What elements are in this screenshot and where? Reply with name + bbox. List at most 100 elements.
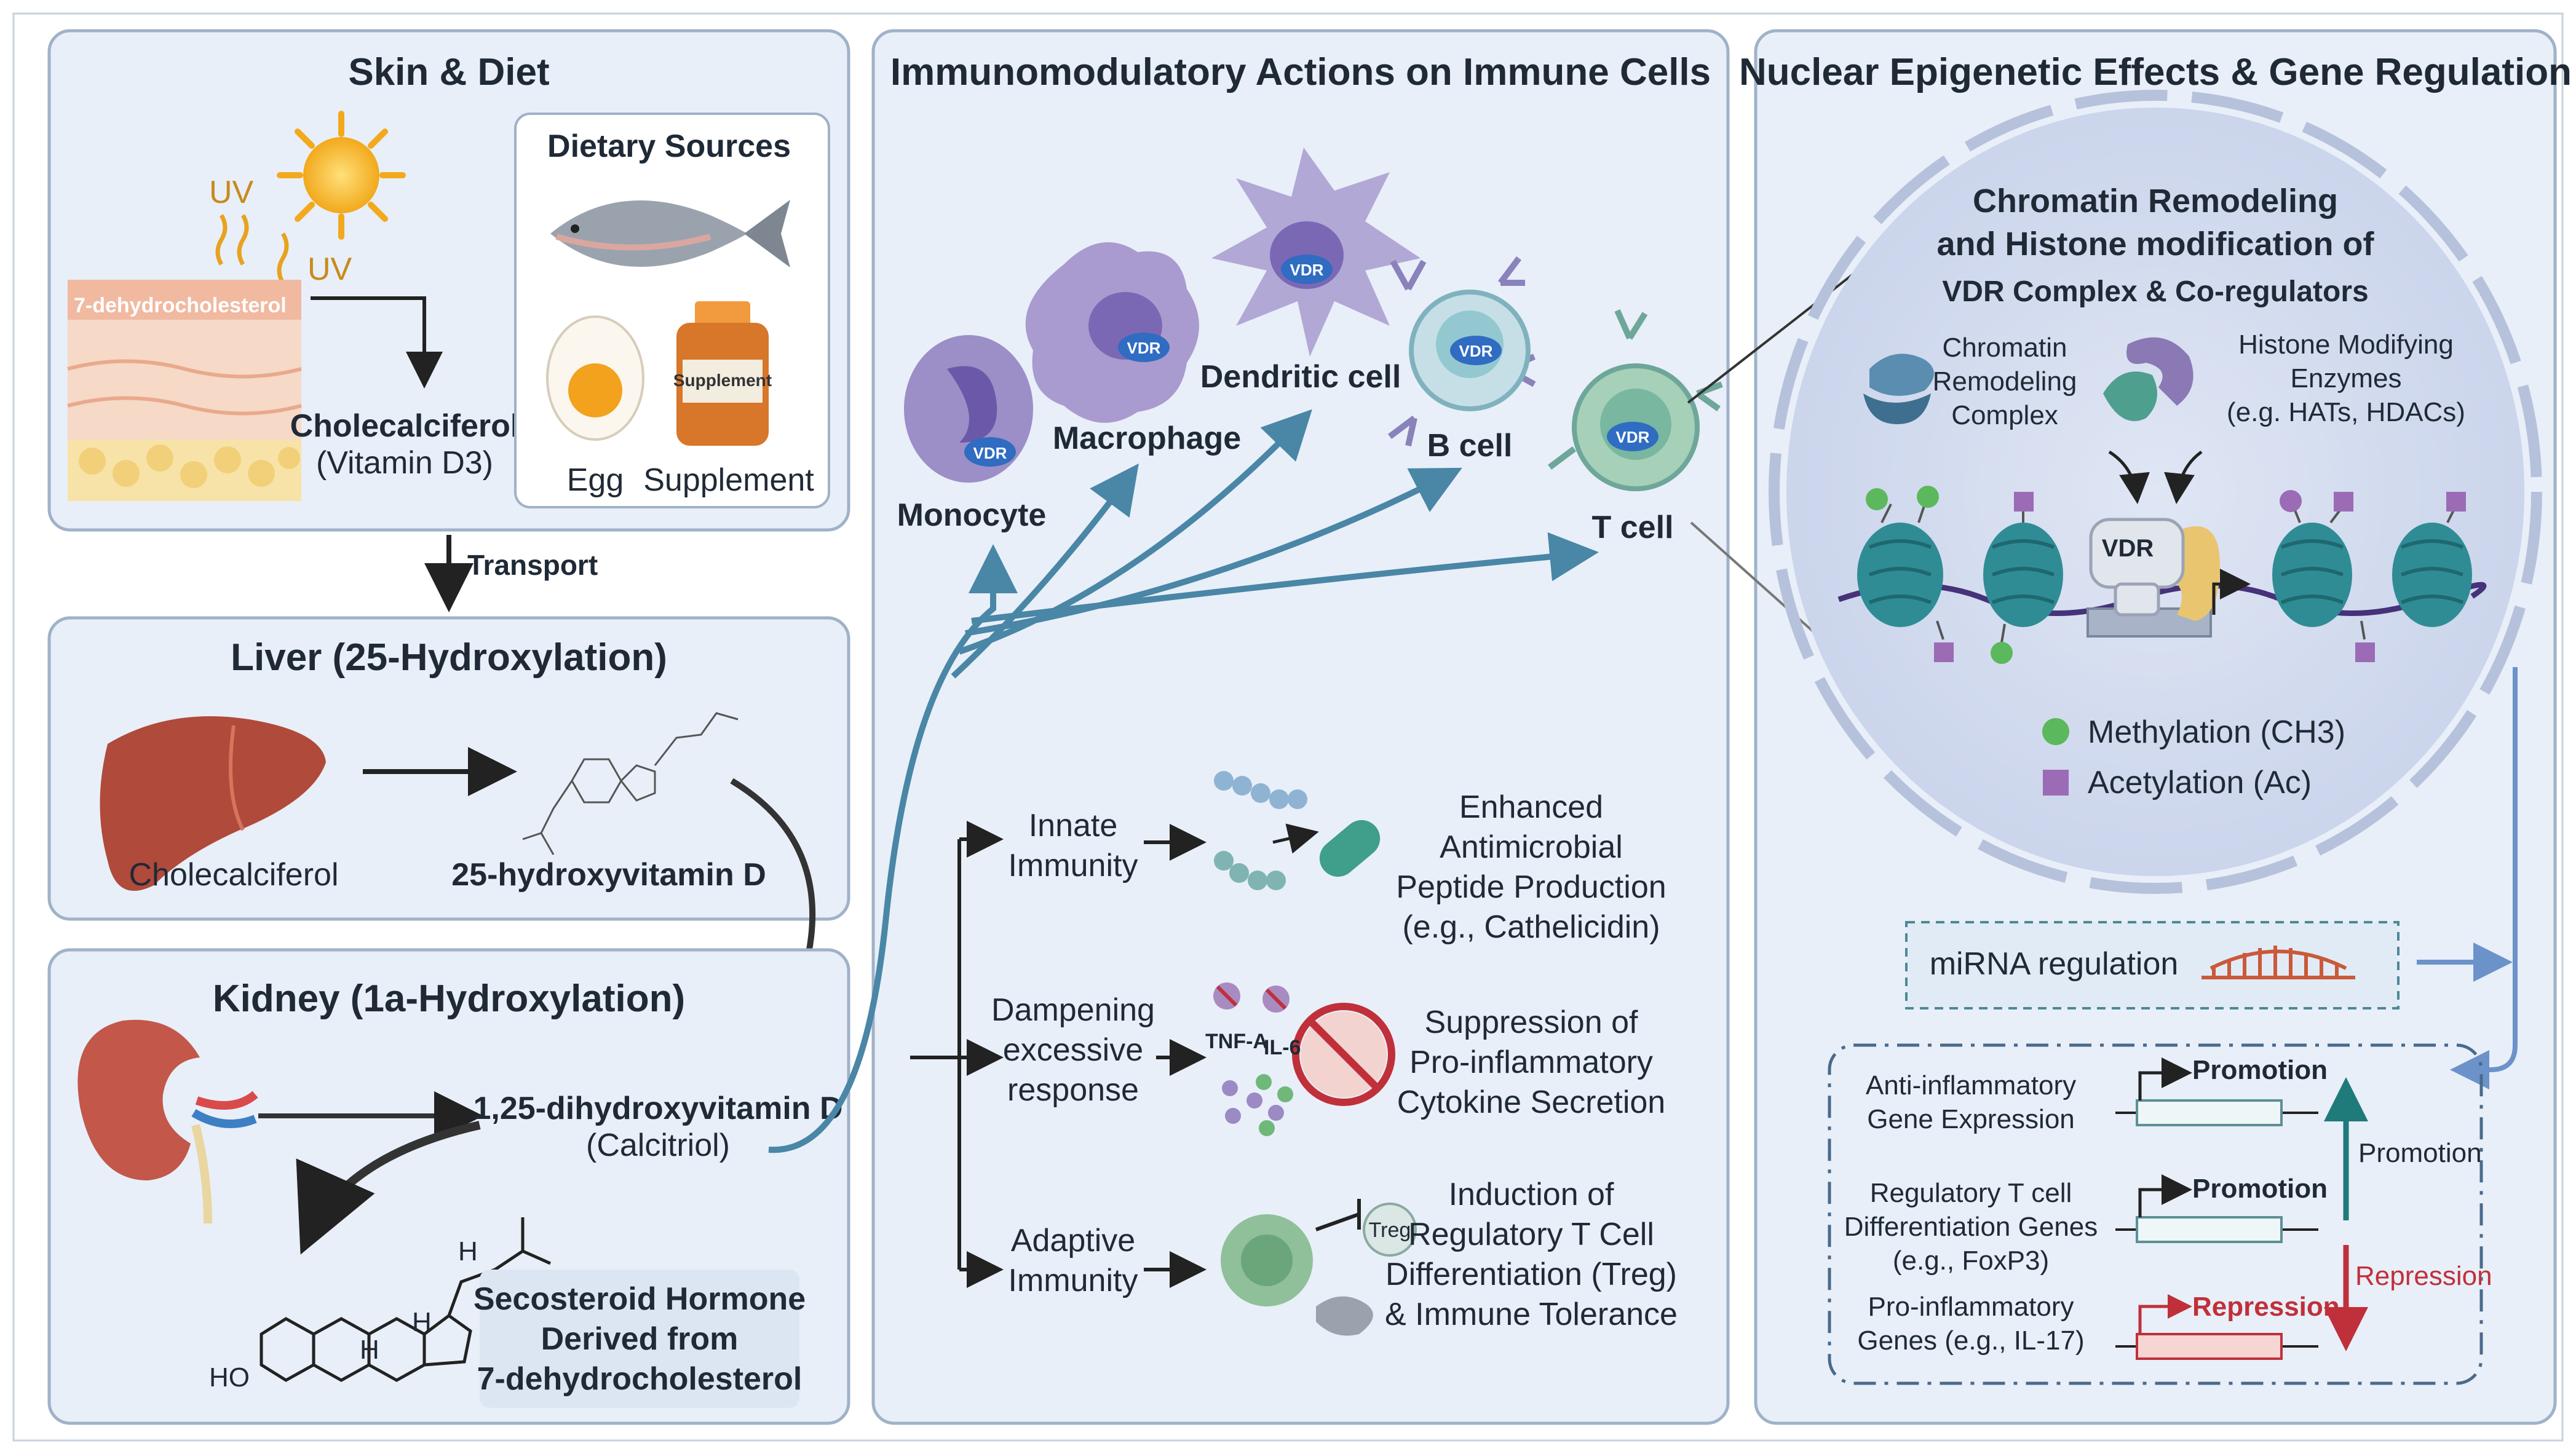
- kidney-icon: [77, 1019, 258, 1224]
- sun-icon: [277, 111, 406, 240]
- calcitriol-title: 1,25-dihydroxyvitamin D: [473, 1091, 842, 1126]
- cholecalciferol-subtitle: (Vitamin D3): [316, 445, 493, 481]
- remodel-line1: Chromatin: [1943, 333, 2067, 363]
- histone-mark-icons: [1866, 486, 2466, 664]
- treg-label: Treg: [1369, 1219, 1411, 1242]
- atom-h-3: H: [458, 1236, 478, 1266]
- remodeling-complex-icon: [1863, 354, 1934, 424]
- mirna-label: miRNA regulation: [1930, 946, 2179, 982]
- cholecalciferol-title: Cholecalciferol: [290, 408, 520, 444]
- row3-right-line3: Differentiation (Treg): [1385, 1257, 1677, 1292]
- methylation-label: Methylation (CH3): [2088, 714, 2345, 750]
- vdr-badge-dendritic: VDR: [1290, 261, 1324, 279]
- remodel-line3: Complex: [1951, 400, 2058, 430]
- bacteria-icon: [1214, 771, 1381, 890]
- nuclear-panel: Nuclear Epigenetic Effects & Gene Regula…: [1687, 29, 2572, 1425]
- side-promotion-label: Promotion: [2358, 1138, 2482, 1168]
- cell-label-macrophage: Macrophage: [1053, 421, 1241, 456]
- vdr-complex-icon: [2087, 518, 2251, 638]
- nucleosome-icons: [1857, 523, 2472, 627]
- skin-to-chole-arrow: [311, 296, 443, 389]
- atom-h-1: H: [360, 1335, 379, 1365]
- liver-left-label: Cholecalciferol: [129, 857, 338, 893]
- uv-label-1: UV: [209, 175, 254, 210]
- chromatin-title-line1: Chromatin Remodeling: [1973, 183, 2338, 219]
- vdr-complex-label-dna: VDR: [2102, 535, 2154, 562]
- gene3-effect: Repression: [2192, 1292, 2340, 1322]
- methylation-legend: Methylation (CH3): [2042, 714, 2345, 750]
- row3-right-line2: Regulatory T Cell: [1408, 1217, 1654, 1252]
- secosteroid-line-2: Derived from: [541, 1321, 739, 1357]
- cell-label-dendritic: Dendritic cell: [1200, 359, 1401, 395]
- vdr-badge-monocyte: VDR: [973, 444, 1007, 462]
- cell-label-tcell: T cell: [1592, 510, 1674, 545]
- row2-right-line1: Suppression of: [1425, 1005, 1638, 1040]
- row3-left-line2: Immunity: [1009, 1263, 1138, 1298]
- histone-line2: Enzymes: [2291, 363, 2402, 393]
- gene1-effect: Promotion: [2192, 1055, 2328, 1085]
- cell-label-bcell: B cell: [1427, 428, 1513, 464]
- secosteroid-line-1: Secosteroid Hormone: [474, 1281, 806, 1317]
- immune-panel: Immunomodulatory Actions on Immune Cells: [768, 29, 1730, 1425]
- side-repression-label: Repression: [2355, 1261, 2492, 1291]
- histone-line1: Histone Modifying: [2238, 330, 2454, 360]
- secosteroid-caption-box: [480, 1270, 799, 1408]
- supplement-jar-icon: [676, 301, 769, 446]
- calcitriol-to-cells-arrows: [768, 409, 1599, 1153]
- remodel-line2: Remodeling: [1933, 366, 2077, 397]
- transport-label: Transport: [467, 549, 598, 581]
- monocyte-icon: [904, 335, 1033, 483]
- uv-label-2: UV: [307, 251, 352, 287]
- row2-right-line3: Cytokine Secretion: [1397, 1085, 1665, 1120]
- row3-left-line1: Adaptive: [1011, 1223, 1135, 1258]
- row1-left-line1: Innate: [1029, 808, 1118, 844]
- il6-label: IL-6: [1264, 1036, 1301, 1059]
- gene3-line1: Pro-inflammatory: [1868, 1292, 2074, 1322]
- row1-right-line3: Peptide Production: [1396, 869, 1666, 905]
- uv-rays-icon: [215, 214, 289, 284]
- gene2-effect: Promotion: [2192, 1174, 2328, 1204]
- kidney-panel: Kidney (1a-Hydroxylation) 1,25-dihydroxy…: [47, 948, 850, 1425]
- histone-enzyme-icon: [2103, 337, 2194, 421]
- atom-ho: HO: [209, 1362, 250, 1393]
- gene3-promoter: [2115, 1294, 2318, 1360]
- egg-label: Egg: [567, 462, 624, 498]
- liver-right-label: 25-hydroxyvitamin D: [451, 857, 766, 893]
- row1-left-line2: Immunity: [1009, 848, 1138, 883]
- row1-right-line1: Enhanced: [1459, 789, 1603, 825]
- atom-h-2: H: [412, 1307, 432, 1337]
- gene2-line3: (e.g., FoxP3): [1893, 1246, 2049, 1276]
- acetylation-label: Acetylation (Ac): [2088, 765, 2312, 800]
- gene1-promoter: [2115, 1057, 2318, 1126]
- cytokine-icon: [1213, 982, 1395, 1136]
- egg-icon: [546, 315, 644, 441]
- row1-right-line4: (e.g., Cathelicidin): [1402, 909, 1660, 945]
- liver-title: Liver (25-Hydroxylation): [231, 636, 667, 679]
- calcitriol-subtitle: (Calcitriol): [586, 1128, 730, 1163]
- gene3-line2: Genes (e.g., IL-17): [1857, 1326, 2084, 1356]
- skin-diet-panel: Skin & Diet UV UV: [47, 29, 850, 532]
- 25-hydroxyvitamin-d-structure: [522, 712, 739, 855]
- jar-label: Supplement: [673, 371, 772, 390]
- remodel-to-vdr-arrow: [2108, 450, 2150, 504]
- vdr-complex-label: VDR Complex & Co-regulators: [1942, 275, 2368, 308]
- calcitriol-to-structure-arrow: [296, 1121, 481, 1255]
- mirna-box: miRNA regulation: [1905, 921, 2400, 1010]
- vdr-badge-bcell: VDR: [1459, 342, 1493, 360]
- dietary-sources-title: Dietary Sources: [547, 128, 791, 164]
- gene1-line2: Gene Expression: [1867, 1104, 2075, 1134]
- skin-diet-title: Skin & Diet: [348, 51, 549, 93]
- chromatin-title-line2: and Histone modification of: [1937, 226, 2375, 263]
- immune-title: Immunomodulatory Actions on Immune Cells: [890, 51, 1711, 93]
- dietary-sources-box: Dietary Sources Supplement Egg Supplemen…: [514, 113, 830, 508]
- b-cell-icon: [1388, 256, 1536, 447]
- row1-right-line2: Antimicrobial: [1440, 829, 1623, 865]
- nucleus: [1769, 90, 2542, 894]
- row3-right-line4: & Immune Tolerance: [1385, 1297, 1678, 1332]
- vdr-badge-tcell: VDR: [1616, 428, 1650, 446]
- vdr-badge-macrophage: VDR: [1127, 339, 1161, 357]
- gene2-line1: Regulatory T cell: [1870, 1178, 2072, 1208]
- fish-icon: [550, 200, 790, 267]
- row2-right-line2: Pro-inflammatory: [1409, 1045, 1653, 1080]
